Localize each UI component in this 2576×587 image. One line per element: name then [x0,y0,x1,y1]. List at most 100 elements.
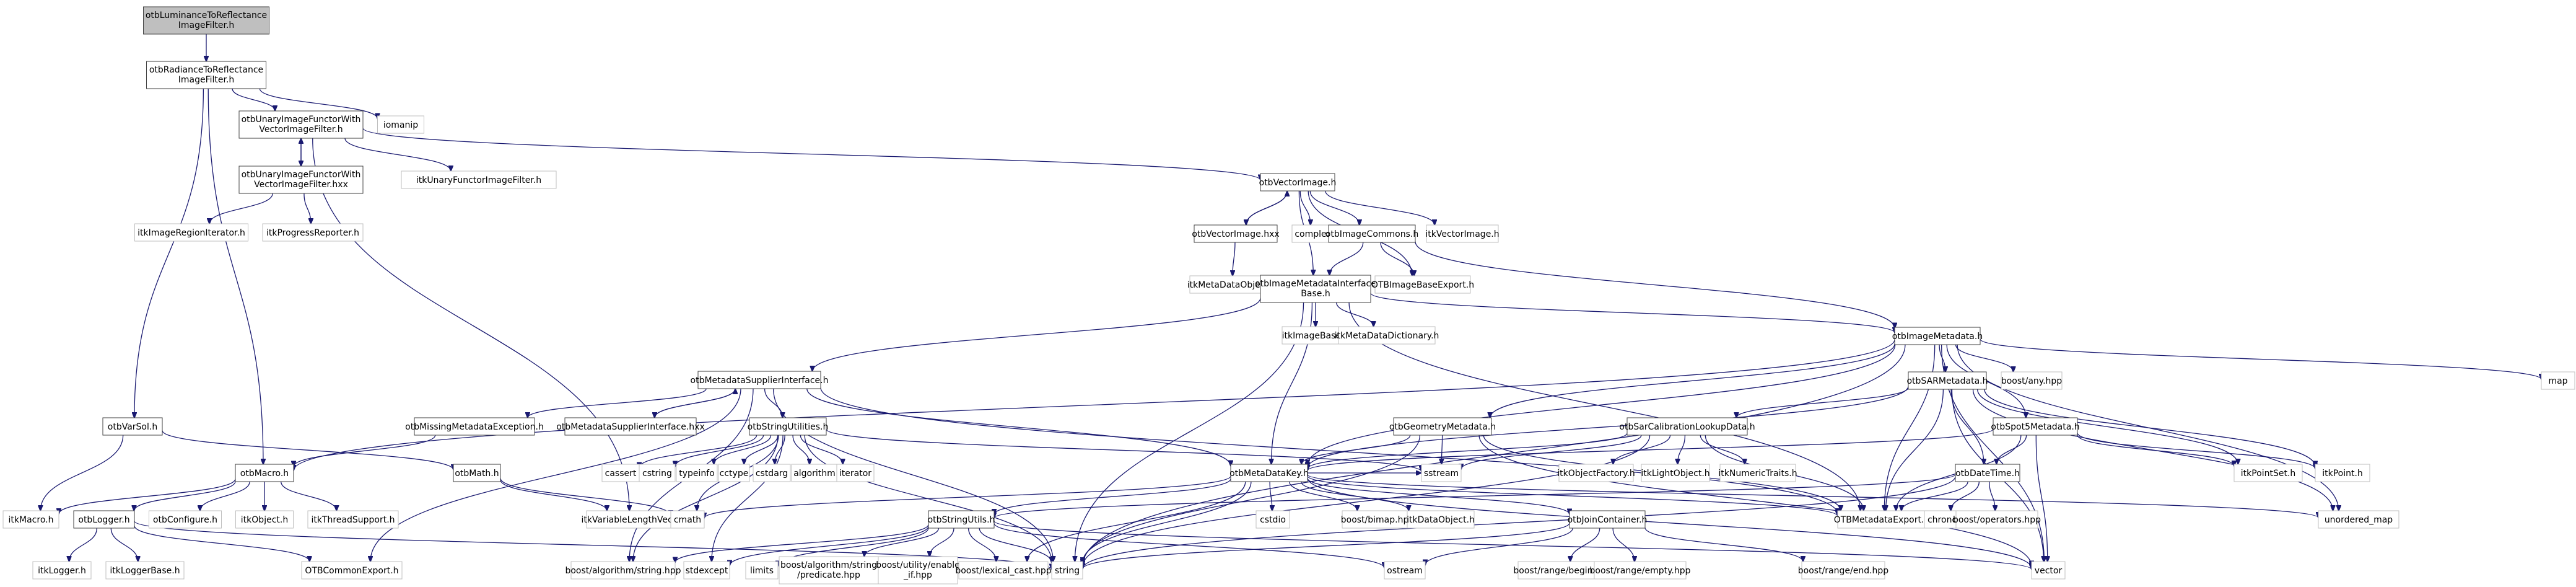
graph-node-imgmeta[interactable]: otbImageMetadata.h [1892,327,1983,345]
edge-sarcal-to-mdkey [1308,433,1628,469]
graph-node-strutil[interactable]: otbStringUtilities.h [748,417,829,436]
edge-msi-to-mdExport [820,387,1838,514]
node-label: itkPoint.h [2322,469,2363,479]
graph-node-vimagehxx[interactable]: otbVectorImage.hxx [1192,224,1280,243]
node-label: cstring [642,469,672,479]
node-label: boost/operators.hpp [1953,515,2041,525]
graph-node-umap: unordered_map [2318,510,2399,529]
edge-mdkey-to-join [1307,478,1570,514]
node-label: VectorImageFilter.h [259,125,343,135]
graph-node-math[interactable]: otbMath.h [453,464,501,482]
graph-node-itkLightObj: itkLightObject.h [1641,464,1710,482]
edge-sar-to-mdExport [1886,389,1944,511]
graph-node-sar[interactable]: otbSARMetadata.h [1906,371,1988,390]
node-box [2031,561,2066,580]
graph-node-logger[interactable]: otbLogger.h [73,510,135,529]
graph-node-boostOps: boost/operators.hpp [1953,510,2041,529]
node-label: otbImageMetadata.h [1892,332,1983,342]
graph-node-vimage[interactable]: otbVectorImage.h [1259,173,1337,192]
edge-sar-to-sarcal [1736,387,1909,418]
node-label: itkImageBase.h [1282,331,1350,341]
graph-node-map: map [2541,371,2575,390]
node-label: otbSARMetadata.h [1906,376,1988,386]
graph-node-itkObjFactory: itkObjectFactory.h [1557,464,1635,482]
node-box [453,464,501,482]
node-box [1291,224,1335,243]
node-label: sstream [1424,469,1459,479]
node-box [401,170,557,189]
edges-layer [40,33,2541,570]
node-label: otbJoinContainer.h [1568,515,1648,525]
graph-node-macro[interactable]: otbMacro.h [235,464,294,482]
graph-node-boostEnable: boost/utility/enable_if.hpp [876,556,960,585]
edge-missing-to-macro [294,435,436,467]
node-label: itkLoggerBase.h [110,566,180,576]
node-box [1993,417,2078,436]
node-box [1569,510,1646,529]
edge-spot5-to-itkPoint [2077,433,2315,469]
edge-join-to-string [1083,523,1570,569]
graph-node-msihxx[interactable]: otbMetadataSupplierInterface.hxx [556,417,705,436]
graph-node-spot5[interactable]: otbSpot5Metadata.h [1991,417,2080,436]
graph-node-itkVLV: itkVariableLengthVector.h [581,510,692,529]
graph-node-msi[interactable]: otbMetadataSupplierInterface.h [691,371,829,389]
graph-node-join[interactable]: otbJoinContainer.h [1568,510,1648,529]
edge-strutils-to-stdexcept [730,526,929,566]
edge-imibase-to-string [1075,302,1304,562]
node-box [1230,464,1308,482]
edge-sar-to-mdkey [1308,386,1909,468]
node-label: iomanip [383,120,418,130]
node-box [745,561,779,580]
node-box [2,510,59,529]
edge-geom-to-mdkey [1301,435,1411,464]
graph-node-sstream: sstream [1421,464,1462,482]
graph-node-varsol[interactable]: otbVarSol.h [102,417,163,436]
node-box [1517,561,1608,580]
edge-spot5-to-itkPointSet [2077,435,2234,466]
node-label: itkMacro.h [9,515,54,525]
graph-node-missing[interactable]: otbMissingMetadataException.h [405,417,544,436]
node-box [1894,327,1981,345]
node-box [1801,561,1885,580]
graph-node-unary[interactable]: otbUnaryImageFunctorWithVectorImageFilte… [238,110,364,139]
graph-node-sarcal[interactable]: otbSarCalibrationLookupData.h [1619,417,1755,436]
node-box [836,464,875,482]
node-box [958,561,1049,580]
edge-msi-to-mdkey [806,388,1231,466]
node-label: limits [750,566,774,576]
graph-node-geom[interactable]: otbGeometryMetadata.h [1389,417,1496,436]
edge-unaryhxx-to-itkProgress [303,193,311,224]
node-label: itkProgressReporter.h [266,228,359,238]
node-box [1260,275,1371,303]
graph-node-commonExport: OTBCommonExport.h [301,561,403,580]
node-box [73,510,135,529]
graph-node-imgcommons[interactable]: otbImageCommons.h [1325,224,1418,243]
node-label: OTBCommonExport.h [305,566,398,576]
graph-node-strutils[interactable]: otbStringUtils.h [928,510,995,529]
graph-node-mdkey[interactable]: otbMetaDataKey.h [1229,464,1309,482]
graph-node-cstring: cstring [639,464,676,482]
edge-strutils-to-string [979,527,1052,563]
graph-node-datetime[interactable]: otbDateTime.h [1955,464,2020,482]
node-label: itkVariableLengthVector.h [581,515,692,525]
node-label: ostream [1387,566,1423,576]
graph-node-boostAny: boost/any.hpp [2001,371,2063,390]
node-box [1393,417,1492,436]
node-label: otbStringUtils.h [928,515,995,525]
node-box [1719,464,1796,482]
edge-math-to-cmath [500,478,671,516]
graph-node-rempty: boost/range/empty.hpp [1590,561,1691,580]
node-label: itkDataObject.h [1407,515,1475,525]
graph-node-unaryhxx[interactable]: otbUnaryImageFunctorWithVectorImageFilte… [238,166,364,194]
node-label: cctype [720,469,749,479]
node-box [1955,464,2020,482]
edge-imgmeta-to-macro [294,339,1895,471]
node-box [779,556,879,585]
edge-imibase-to-msi [813,298,1261,371]
node-box [102,417,163,436]
node-box [134,223,248,242]
node-label: /predicate.hpp [797,570,860,580]
